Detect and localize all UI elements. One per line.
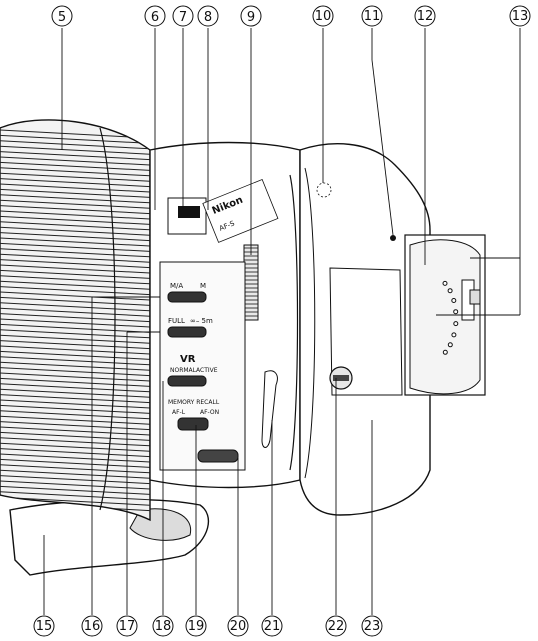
svg-text:18: 18 [155,619,172,634]
svg-text:8: 8 [204,10,212,25]
mounting-mark [390,235,396,241]
focus-limit-label-range: ∞– 5m [190,317,213,325]
vr-title: VR [180,354,196,365]
tripod-foot [9,498,210,576]
svg-text:9: 9 [247,10,255,25]
svg-text:6: 6 [151,10,159,25]
focus-limit-switch[interactable] [167,326,207,338]
focus-mode-switch[interactable] [167,291,207,303]
focus-mode-label-m: M [200,282,206,290]
memory-label-afl: AF-L [172,409,186,416]
rear-barrel [261,143,431,516]
svg-text:22: 22 [328,619,345,634]
svg-text:12: 12 [417,9,434,24]
callout-16: 16 [81,615,103,637]
callout-20: 20 [227,615,249,637]
callout-8: 8 [197,5,219,27]
callouts-top: 5 6 7 8 9 10 11 12 13 [51,5,531,27]
callout-15: 15 [33,615,55,637]
vr-label-active: ACTIVE [196,367,218,374]
svg-text:5: 5 [58,10,66,25]
callout-7: 7 [172,5,194,27]
leader-lines [43,28,521,615]
callout-10: 10 [312,5,334,27]
svg-text:13: 13 [512,9,529,24]
svg-text:16: 16 [84,619,101,634]
callout-13: 13 [509,5,531,27]
vr-label-normal: NORMAL [170,367,197,374]
zoom-ring [243,244,259,321]
callouts-bottom: 15 16 17 18 19 20 21 22 23 [33,615,383,637]
memory-recall-switch[interactable] [177,417,209,431]
svg-text:7: 7 [179,10,187,25]
svg-text:17: 17 [119,619,136,634]
svg-text:11: 11 [364,9,381,24]
callout-18: 18 [152,615,174,637]
callout-11: 11 [361,5,383,27]
memory-title: MEMORY RECALL [168,399,220,406]
callout-9: 9 [240,5,262,27]
callout-12: 12 [414,5,436,27]
cpu-contacts [442,280,459,355]
callout-22: 22 [325,615,347,637]
svg-text:21: 21 [264,619,281,634]
svg-text:23: 23 [364,619,381,634]
memory-set-button[interactable] [197,449,239,463]
svg-text:19: 19 [188,619,205,634]
callout-23: 23 [361,615,383,637]
callout-17: 17 [116,615,138,637]
switch-panel: M/A M FULL ∞– 5m VR NORMAL ACTIVE MEMORY… [159,261,246,471]
memory-label-afon: AF-ON [200,409,219,416]
callout-19: 19 [185,615,207,637]
callout-6: 6 [144,5,166,27]
svg-text:10: 10 [315,9,332,24]
callout-5: 5 [51,5,73,27]
vr-switch[interactable] [167,375,207,387]
svg-text:20: 20 [230,619,247,634]
focus-ring [0,119,151,522]
focus-mode-label-ma: M/A [170,282,183,290]
focus-limit-label-full: FULL [168,317,185,325]
nameplate: Nikon AF-S [202,178,279,243]
callout-21: 21 [261,615,283,637]
svg-text:15: 15 [36,619,53,634]
